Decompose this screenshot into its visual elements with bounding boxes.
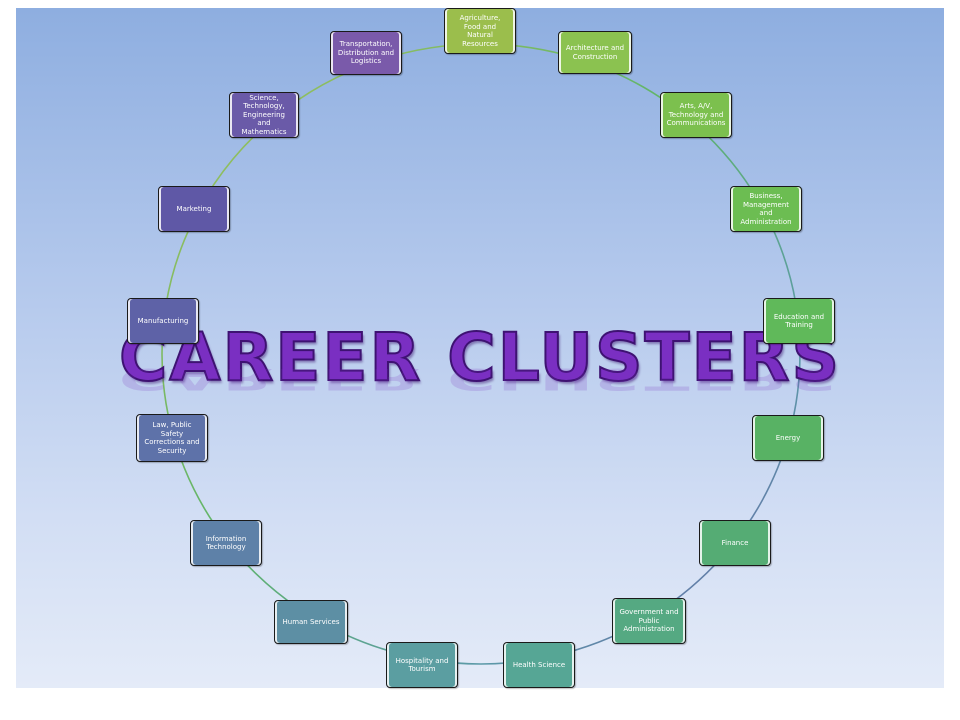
cluster-label: Science, Technology, Engineering and Mat… [241,93,287,136]
cluster-label: Manufacturing [137,316,189,325]
cluster-node[interactable]: Health Science [503,642,575,688]
cluster-node[interactable]: Information Technology [190,520,262,566]
cluster-label: Arts, A/V, Technology and Communications [666,102,726,128]
cluster-label: Transportation, Distribution and Logisti… [337,40,395,66]
diagram-title: CAREER CLUSTERS [118,319,842,397]
cluster-label: Business, Management and Administration [740,192,792,226]
cluster-label: Law, Public Safety Corrections and Secur… [144,421,200,455]
cluster-label: Government and Public Administration [619,608,679,634]
cluster-node[interactable]: Human Services [274,600,348,644]
cluster-node[interactable]: Agriculture, Food and Natural Resources [444,8,516,54]
cluster-node[interactable]: Business, Management and Administration [730,186,802,232]
cluster-label: Education and Training [773,312,825,330]
cluster-label: Human Services [282,617,340,626]
diagram-title-reflection: CAREER CLUSTERS [118,361,842,397]
cluster-node[interactable]: Finance [699,520,771,566]
cluster-node[interactable]: Hospitality and Tourism [386,642,458,688]
cluster-node[interactable]: Government and Public Administration [612,598,686,644]
cluster-node[interactable]: Arts, A/V, Technology and Communications [660,92,732,138]
cluster-node[interactable]: Education and Training [763,298,835,344]
cluster-label: Information Technology [205,534,247,552]
cluster-node[interactable]: Law, Public Safety Corrections and Secur… [136,414,208,462]
cluster-label: Marketing [176,204,212,213]
cluster-node[interactable]: Transportation, Distribution and Logisti… [330,31,402,75]
cluster-node[interactable]: Energy [752,415,824,461]
cluster-label: Finance [721,538,749,547]
cluster-label: Architecture and Construction [565,44,625,61]
cluster-node[interactable]: Manufacturing [127,298,199,344]
cluster-node[interactable]: Science, Technology, Engineering and Mat… [229,92,299,138]
cluster-label: Energy [775,433,801,442]
slide-background [16,8,944,688]
cluster-label: Health Science [512,660,566,669]
cluster-label: Agriculture, Food and Natural Resources [459,14,501,48]
cluster-label: Hospitality and Tourism [395,656,449,674]
cluster-node[interactable]: Marketing [158,186,230,232]
cluster-node[interactable]: Architecture and Construction [558,31,632,74]
